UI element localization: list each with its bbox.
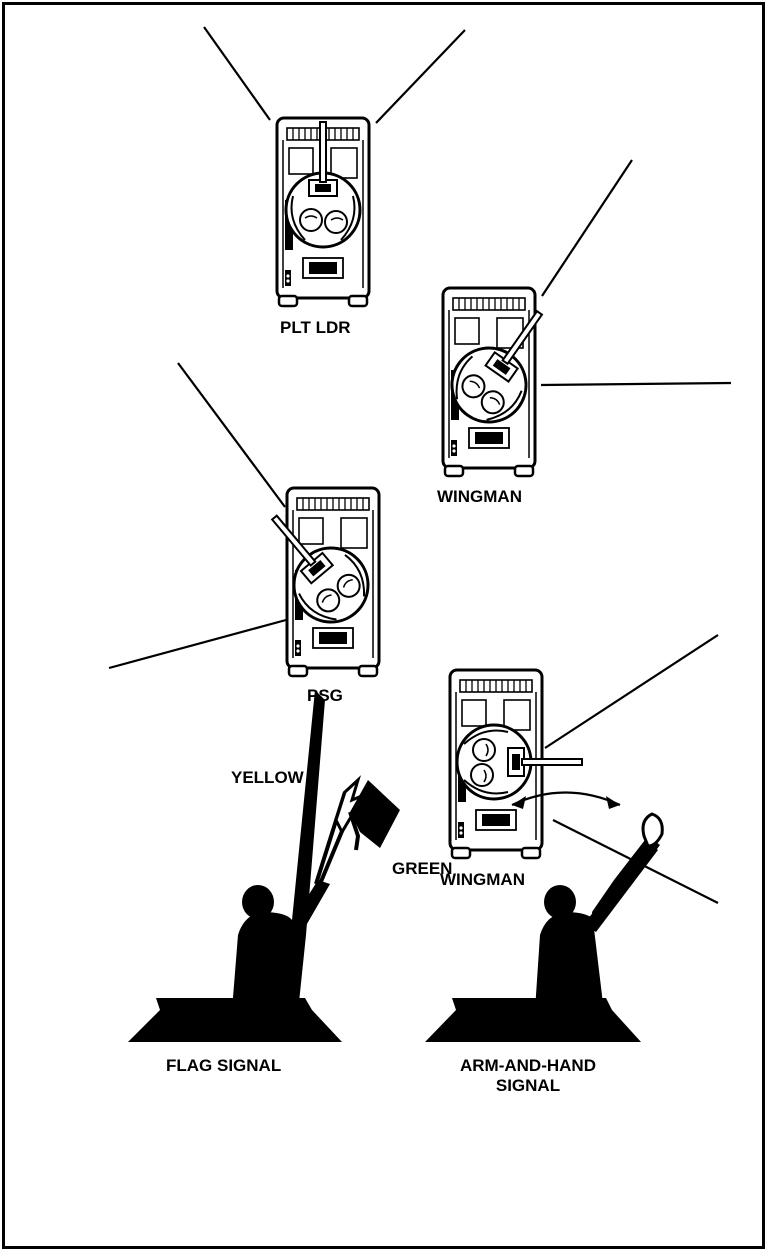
plt-ldr-sector-left (204, 27, 270, 120)
wingman-1-sector-top (542, 160, 632, 296)
wingman-1-sector-right (541, 383, 731, 385)
wingman-2-sector-top (545, 635, 718, 748)
sector-lines (109, 27, 731, 903)
yellow-flag-label: YELLOW (231, 768, 304, 788)
wingman-1-label: WINGMAN (437, 487, 522, 507)
psg-tank (246, 488, 383, 676)
flag-signal-label: FLAG SIGNAL (166, 1056, 281, 1076)
wingman-2-tank (450, 670, 582, 858)
arm-hand-label-line2: SIGNAL (448, 1076, 608, 1096)
flag-signal-figure (128, 690, 400, 1042)
arm-hand-label-line1: ARM-AND-HAND (448, 1056, 608, 1076)
wingman-2-label: WINGMAN (440, 870, 525, 890)
wingman-1-tank (437, 288, 569, 476)
psg-label: PSG (307, 686, 343, 706)
psg-sector-bottom (109, 620, 286, 668)
psg-sector-top (178, 363, 285, 507)
arm-hand-signal-label: ARM-AND-HAND SIGNAL (448, 1056, 608, 1097)
plt-ldr-sector-right (376, 30, 465, 123)
plt-ldr-tank (277, 118, 369, 306)
green-flag-label: GREEN (392, 859, 452, 879)
plt-ldr-label: PLT LDR (280, 318, 351, 338)
